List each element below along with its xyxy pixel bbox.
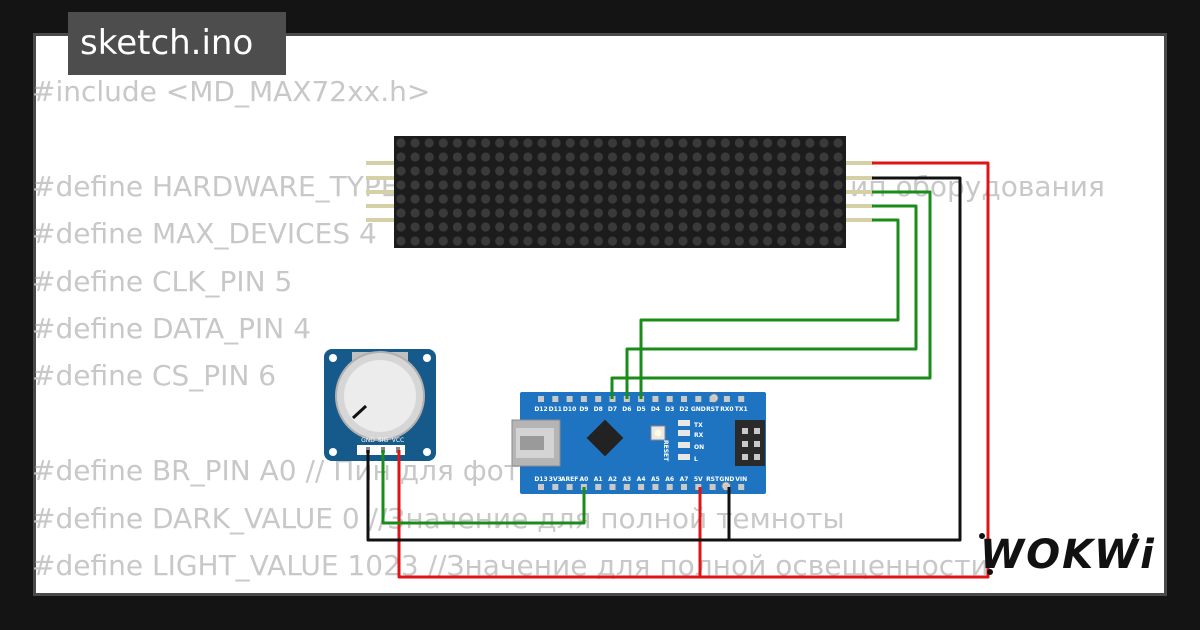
pin-label: A6: [665, 476, 674, 483]
file-tab-title[interactable]: sketch.ino: [68, 12, 286, 75]
led-label: ON: [694, 444, 704, 451]
pin-label: A4: [637, 476, 646, 483]
code-line: #define MAX_DEVICES 4: [32, 217, 377, 251]
knob-indicator-icon: [351, 404, 368, 420]
pin-label: RX0: [720, 406, 733, 413]
matrix-left-header: [366, 161, 396, 222]
pot-pin-label: SIG: [378, 437, 389, 444]
led-matrix-dots: [396, 138, 843, 246]
pin-label: 5V: [694, 476, 703, 483]
pin-label: D8: [594, 406, 603, 413]
wire-cs: [625, 204, 918, 399]
wire-gnd: [727, 176, 962, 542]
pin-label: D3: [665, 406, 674, 413]
pin-label: AREF: [561, 476, 578, 483]
code-line: #define DATA_PIN 4: [32, 311, 311, 345]
pin-label: D10: [563, 406, 576, 413]
wokwi-logo: WOKWi: [979, 532, 1156, 578]
pin-label: RST: [706, 406, 720, 413]
pin-label: A2: [608, 476, 617, 483]
pin-label: VIN: [735, 476, 747, 483]
pin-label: D11: [549, 406, 562, 413]
led-label: TX: [694, 422, 703, 429]
pin-label: GND: [691, 406, 706, 413]
wires: [366, 161, 990, 579]
matrix-right-header: [845, 161, 873, 222]
wire-din: [610, 190, 932, 399]
wire-pot-vcc: [397, 450, 700, 579]
wire-pot-sig: [381, 450, 586, 525]
wire-vcc: [698, 161, 990, 579]
led-label: RX: [694, 432, 704, 439]
pin-label: GND: [719, 476, 734, 483]
code-line: #include <MD_MAX72xx.h>: [32, 75, 431, 108]
wire-clk: [639, 218, 900, 399]
pin-label: D13: [534, 476, 547, 483]
pin-label: RST: [706, 476, 720, 483]
wire-pot-gnd: [366, 450, 729, 542]
pot-pin-label: VCC: [392, 437, 404, 444]
pin-label: D12: [534, 406, 547, 413]
pin-label: D9: [579, 406, 588, 413]
pin-label: D6: [622, 406, 631, 413]
pin-label: A5: [651, 476, 660, 483]
pin-label: D4: [651, 406, 660, 413]
code-line: #define DARK_VALUE 0 //Значение для полн…: [32, 501, 845, 535]
pin-label: A7: [680, 476, 689, 483]
reset-label: RESET: [662, 440, 669, 462]
pin-label: D5: [637, 406, 646, 413]
pin-label: A3: [622, 476, 631, 483]
code-line: #define CS_PIN 6: [32, 359, 277, 393]
pin-label: D7: [608, 406, 617, 413]
pin-label: A1: [594, 476, 603, 483]
preview-card: [33, 33, 1167, 596]
wokwi-logo-text: WOKWi: [980, 532, 1156, 578]
pin-label: A0: [579, 476, 588, 483]
code-line: #define CLK_PIN 5: [32, 264, 293, 298]
icsp-header: [735, 420, 765, 466]
pin-label: D2: [679, 406, 688, 413]
pot-pin-label: GND: [361, 437, 375, 444]
pin-label: TX1: [735, 406, 748, 413]
led-label: L: [694, 456, 698, 463]
mcu-chip-icon: [586, 419, 624, 457]
led-matrix[interactable]: [394, 136, 846, 248]
pin-label: 3V3: [549, 476, 562, 483]
